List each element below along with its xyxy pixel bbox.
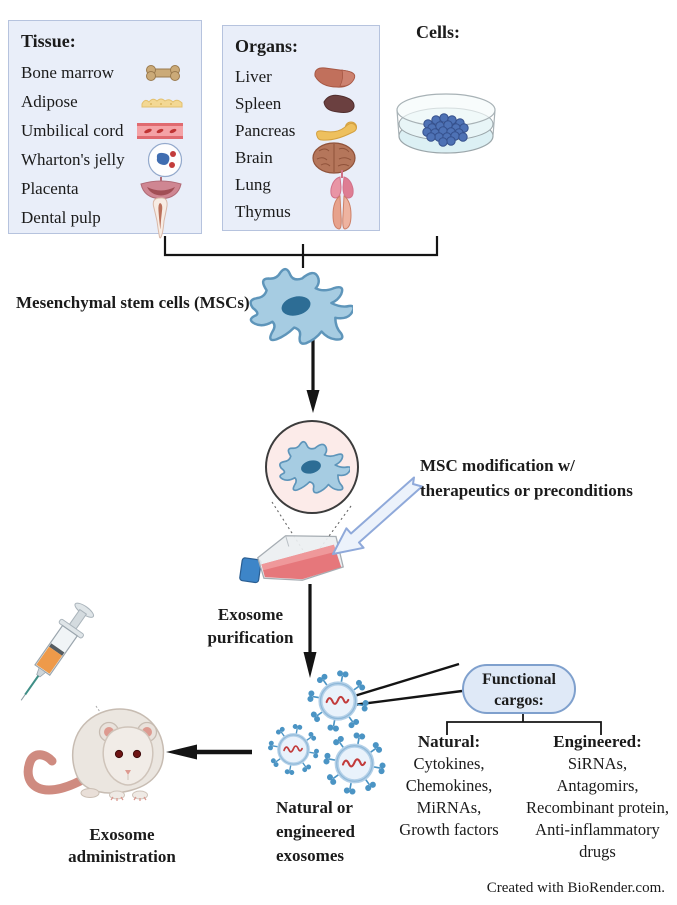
organ-item-label: Thymus xyxy=(235,201,291,221)
organ-row: Brain xyxy=(223,141,379,174)
natural-item: Chemokines, xyxy=(405,776,493,795)
tissue-row: Bone marrow xyxy=(9,58,201,87)
administration-line2: administration xyxy=(68,847,176,866)
tissue-row: Wharton's jelly xyxy=(9,142,201,177)
tissue-row: Placenta xyxy=(9,174,201,203)
arrow-exosomes-to-mouse xyxy=(166,744,252,760)
mouse-icon xyxy=(23,708,165,801)
modification-label: MSC modification w/ therapeutics or prec… xyxy=(420,453,677,503)
cell-colony xyxy=(422,113,469,147)
organs-panel: Organs: Liver Spleen Pancreas Brain xyxy=(222,25,380,231)
tissue-row: Dental pulp xyxy=(9,196,201,238)
organ-row: Lung xyxy=(223,169,379,201)
exosome-group-label: Natural or engineered exosomes xyxy=(276,796,376,868)
sources-bracket xyxy=(163,236,439,257)
tissue-panel-title: Tissue: xyxy=(21,31,76,51)
modification-line2: therapeutics or preconditions xyxy=(420,481,633,500)
umbilical-cord-icon xyxy=(137,122,183,139)
engineered-cargo-column: Engineered: SiRNAs, Antagomirs, Recombin… xyxy=(518,731,677,863)
engineered-item: Antagomirs, xyxy=(556,776,639,795)
organ-row: Pancreas xyxy=(223,117,379,144)
engineered-item: SiRNAs, xyxy=(567,754,628,773)
natural-cargo-column: Natural: Cytokines, Chemokines, MiRNAs, … xyxy=(390,731,508,841)
exosome-group-line2: engineered xyxy=(276,822,356,841)
exosome-icon xyxy=(321,730,388,797)
natural-heading: Natural: xyxy=(417,732,481,751)
whartons-jelly-icon xyxy=(147,142,183,178)
engineered-item: Anti-inflammatory drugs xyxy=(535,820,660,861)
tooth-icon xyxy=(151,196,169,239)
pancreas-icon xyxy=(315,120,357,142)
tissue-item-label: Adipose xyxy=(21,91,78,111)
adipose-icon xyxy=(141,96,183,108)
organ-row: Liver xyxy=(223,63,379,90)
tissue-panel: Tissue: Bone marrow Adipose Umbilical co… xyxy=(8,20,202,238)
administration-label: Exosome administration xyxy=(42,824,202,868)
treatment-arrow-icon xyxy=(332,476,423,555)
exosome-group-line1: Natural or xyxy=(276,798,353,817)
exosome-icon xyxy=(266,722,321,777)
tissue-row: Adipose xyxy=(9,87,201,116)
placenta-icon xyxy=(139,176,183,202)
functional-cargos-pill: Functional cargos: xyxy=(462,664,576,714)
natural-item: MiRNAs, xyxy=(416,798,482,817)
syringe-icon xyxy=(20,602,95,701)
organ-item-label: Lung xyxy=(235,174,271,194)
cargos-title-line1: Functional xyxy=(482,671,556,688)
engineered-heading: Engineered: xyxy=(553,732,642,751)
tissue-item-label: Wharton's jelly xyxy=(21,149,125,169)
exosome-group-line3: exosomes xyxy=(276,846,344,865)
liver-icon xyxy=(313,64,357,90)
lung-icon xyxy=(327,169,357,201)
organ-item-label: Spleen xyxy=(235,93,282,113)
arrow-msc-to-modification xyxy=(306,340,320,413)
modification-line1: MSC modification w/ xyxy=(420,456,575,475)
natural-item: Cytokines, xyxy=(413,754,485,773)
thymus-icon xyxy=(327,193,357,231)
cells-title: Cells: xyxy=(416,22,460,42)
organs-panel-title: Organs: xyxy=(235,36,298,56)
organ-item-label: Brain xyxy=(235,147,273,167)
cargos-title-line2: cargos: xyxy=(494,692,544,709)
engineered-item: Recombinant protein, xyxy=(526,798,669,817)
culture-flask-icon xyxy=(239,535,344,584)
organ-row: Thymus xyxy=(223,194,379,230)
brain-icon xyxy=(311,141,357,175)
spleen-icon xyxy=(321,93,357,115)
natural-item: Growth factors xyxy=(399,820,499,839)
purification-line1: Exosome xyxy=(217,605,284,624)
organ-row: Spleen xyxy=(223,90,379,117)
organ-item-label: Pancreas xyxy=(235,120,296,140)
tissue-item-label: Dental pulp xyxy=(21,207,101,227)
tissue-item-label: Umbilical cord xyxy=(21,120,124,140)
tissue-item-label: Placenta xyxy=(21,178,79,198)
purification-line2: purification xyxy=(207,628,294,647)
purification-label: Exosome purification xyxy=(193,603,308,649)
tissue-row: Umbilical cord xyxy=(9,116,201,145)
petri-dish-icon xyxy=(396,93,496,154)
msc-label: Mesenchymal stem cells (MSCs) xyxy=(16,293,250,312)
msc-cell-icon xyxy=(245,266,353,346)
tissue-item-label: Bone marrow xyxy=(21,62,115,82)
biorender-credit: Created with BioRender.com. xyxy=(486,880,665,896)
administration-line1: Exosome xyxy=(89,825,155,844)
bone-icon xyxy=(143,63,183,83)
organ-item-label: Liver xyxy=(235,66,272,86)
